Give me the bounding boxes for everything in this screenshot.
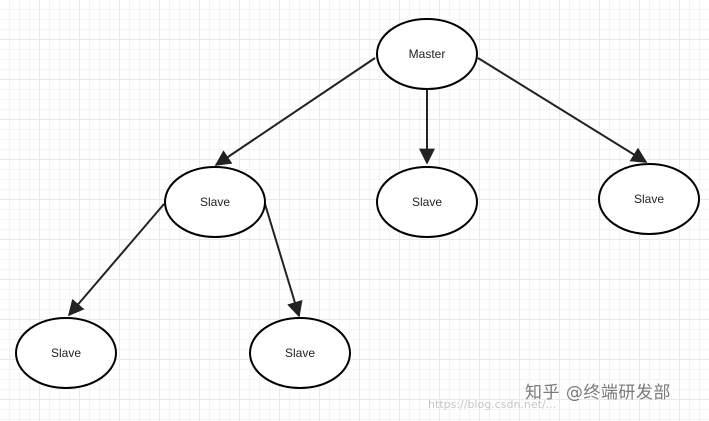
node-master-label: Master bbox=[409, 47, 446, 61]
node-master: Master bbox=[376, 18, 478, 90]
node-slave-a-label: Slave bbox=[200, 195, 230, 209]
watermark-url: https://blog.csdn.net/... bbox=[428, 398, 557, 411]
node-slave-e-label: Slave bbox=[285, 346, 315, 360]
edge-slave-a-to-slave-e bbox=[264, 203, 303, 318]
edge-slave-a-to-slave-d bbox=[67, 203, 165, 317]
node-slave-c-label: Slave bbox=[634, 192, 664, 206]
edge-master-to-slave-a bbox=[214, 57, 376, 166]
node-slave-a: Slave bbox=[164, 166, 266, 238]
node-slave-b-label: Slave bbox=[412, 195, 442, 209]
node-slave-d-label: Slave bbox=[51, 346, 81, 360]
edge-master-to-slave-c bbox=[477, 57, 648, 163]
watermark-zhihu: 知乎 @终端研发部 bbox=[525, 383, 671, 403]
node-slave-c: Slave bbox=[598, 163, 700, 235]
node-slave-e: Slave bbox=[249, 317, 351, 389]
node-slave-d: Slave bbox=[15, 317, 117, 389]
node-slave-b: Slave bbox=[376, 166, 478, 238]
